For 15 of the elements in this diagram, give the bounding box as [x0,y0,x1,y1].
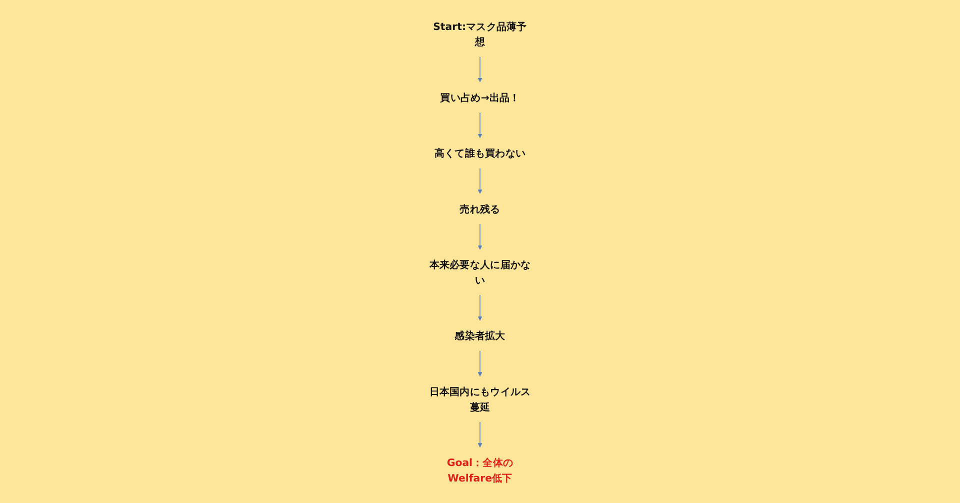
arrow [478,167,482,194]
node-text: 本来必要な人に届かない [429,258,531,286]
arrow [478,350,482,376]
arrow [478,294,482,320]
arrow [478,56,482,82]
arrow [478,223,482,250]
node-text: Start:マスク品薄予想 [433,20,527,48]
node-text: 売れ残る [460,202,500,214]
node-text: Goal：全体のWelfare低下 [446,456,514,484]
node-text: 日本国内にもウイルス蔓延 [429,384,531,412]
node-text: 感染者拡大 [454,329,506,342]
node-text: 高くて誰も買わない [434,146,526,159]
arrow [478,112,482,138]
arrow [478,421,482,447]
node-text: 買い占め→出品！ [440,90,520,103]
